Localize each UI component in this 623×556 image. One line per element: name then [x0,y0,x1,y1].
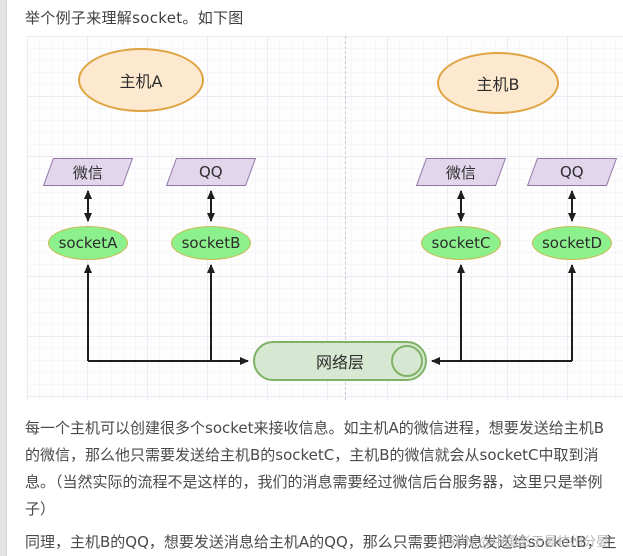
socket-a-node: socketA [48,226,128,260]
socket-a-label: socketA [58,234,118,252]
app-qq-b-label: QQ [560,163,584,181]
host-a-node: 主机A [78,48,204,112]
app-qq-b-node: QQ [526,158,618,186]
host-b-label: 主机B [476,75,520,94]
socket-diagram: 主机A 主机B 微信 QQ 微信 QQ socketA socketB sock… [27,36,623,400]
socket-c-label: socketC [431,234,491,252]
app-qq-a-label: QQ [199,163,223,181]
app-wechat-a-node: 微信 [42,158,134,186]
app-wechat-b-label: 微信 [445,163,476,182]
csdn-watermark: CSDN @中国彭于晏杭州分晏 [437,535,609,550]
socket-b-node: socketB [171,226,251,260]
socket-b-label: socketB [181,234,241,252]
network-layer-label: 网络层 [315,353,364,372]
left-gutter-strip [0,0,7,556]
socket-d-node: socketD [532,226,612,260]
article-body: 每一个主机可以创建很多个socket来接收信息。如主机A的微信进程，想要发送给主… [25,415,617,556]
host-a-label: 主机A [119,72,163,91]
host-b-node: 主机B [437,52,559,114]
network-layer-node: 网络层 [253,341,427,381]
socket-c-node: socketC [421,226,501,260]
app-qq-a-node: QQ [165,158,257,186]
app-wechat-b-node: 微信 [415,158,507,186]
center-dashed-divider [345,36,346,400]
app-wechat-a-label: 微信 [72,163,103,182]
paragraph-2: 同理，主机B的QQ，想要发送消息给主机A的QQ，那么只需要把消息发送给socke… [25,533,617,551]
paragraph-1: 每一个主机可以创建很多个socket来接收信息。如主机A的微信进程，想要发送给主… [25,419,605,518]
socket-d-label: socketD [541,234,603,252]
cylinder-cap [391,345,423,377]
arrow-connections [84,190,576,365]
intro-text: 举个例子来理解socket。如下图 [25,9,244,27]
